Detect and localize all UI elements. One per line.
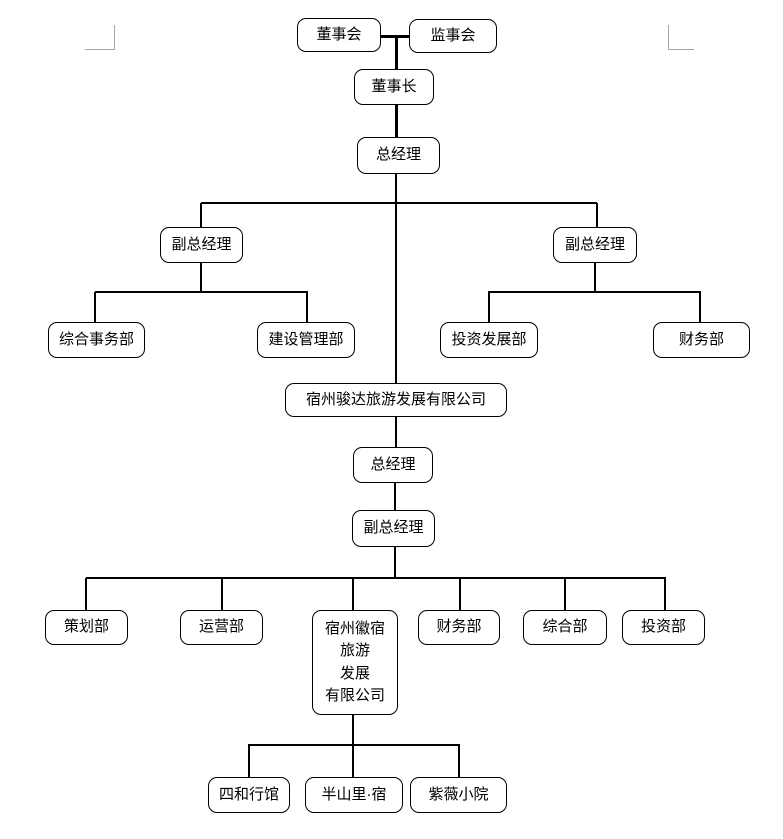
- connector-line: [200, 263, 202, 292]
- org-node-label: 有限公司: [324, 687, 385, 704]
- org-node-label: 建设管理部: [268, 330, 344, 348]
- org-node-label: 财务部: [678, 330, 724, 348]
- connector-line: [458, 745, 460, 777]
- org-node-operations[interactable]: 运营部: [180, 610, 263, 645]
- org-node-label: 综合事务部: [58, 330, 134, 348]
- org-node-label: 总经理: [375, 146, 421, 164]
- org-node-label: 宿州徽宿: [324, 619, 385, 637]
- org-node-label: 财务部: [436, 618, 482, 636]
- org-node-banshanli-hotel[interactable]: 半山里·宿: [305, 777, 403, 813]
- margin-mark-top-left-vertical: [114, 25, 115, 50]
- connector-line: [381, 35, 409, 38]
- org-node-finance-lower[interactable]: 财务部: [418, 610, 500, 645]
- org-node-planning[interactable]: 策划部: [45, 610, 128, 645]
- org-node-label: 旅游: [339, 642, 370, 659]
- connector-line: [306, 292, 308, 322]
- org-node-ziwei-hotel[interactable]: 紫薇小院: [410, 777, 507, 813]
- org-node-gm-top[interactable]: 总经理: [357, 137, 440, 174]
- connector-line: [699, 292, 701, 322]
- connector-line: [85, 578, 87, 610]
- org-node-supervisory[interactable]: 监事会: [409, 19, 497, 53]
- org-node-label: 董事会: [316, 25, 362, 43]
- connector-line: [94, 292, 96, 322]
- org-node-label: 投资发展部: [451, 330, 527, 348]
- org-node-label: 宿州骏达旅游发展有限公司: [305, 390, 486, 408]
- connector-line: [394, 483, 396, 510]
- org-node-finance-upper[interactable]: 财务部: [653, 322, 750, 358]
- connector-line: [594, 263, 596, 292]
- connector-line: [664, 578, 666, 610]
- org-node-board[interactable]: 董事会: [297, 18, 381, 52]
- org-node-investment-dev[interactable]: 投资发展部: [440, 322, 538, 358]
- connector-line: [352, 578, 354, 610]
- org-node-label: 运营部: [198, 618, 244, 636]
- connector-line: [95, 291, 308, 293]
- org-node-label: 四和行馆: [218, 785, 279, 803]
- connector-line: [459, 578, 461, 610]
- connector-line: [86, 577, 666, 579]
- org-node-label: 副总经理: [564, 235, 625, 253]
- connector-line: [352, 745, 354, 777]
- org-node-huisu-company[interactable]: 宿州徽宿旅游发展有限公司: [312, 610, 398, 715]
- org-node-label: 副总经理: [363, 519, 424, 537]
- org-node-gm-mid[interactable]: 总经理: [353, 447, 433, 483]
- connector-line: [394, 547, 396, 578]
- org-node-construction[interactable]: 建设管理部: [257, 322, 355, 358]
- org-node-label: 综合部: [542, 618, 588, 636]
- connector-line: [248, 745, 250, 777]
- org-node-comprehensive[interactable]: 综合部: [523, 610, 607, 645]
- org-node-sihe-hotel[interactable]: 四和行馆: [208, 777, 290, 813]
- connector-line: [395, 37, 398, 69]
- org-node-label: 董事长: [371, 77, 417, 95]
- connector-line: [200, 203, 202, 227]
- org-node-label: 发展: [339, 664, 370, 682]
- connector-line: [488, 292, 490, 322]
- connector-line: [201, 202, 597, 204]
- org-node-dgm-mid[interactable]: 副总经理: [352, 510, 435, 547]
- org-node-dgm-left[interactable]: 副总经理: [160, 227, 243, 263]
- org-node-label: 投资部: [640, 618, 686, 636]
- connector-line: [564, 578, 566, 610]
- org-node-label: 副总经理: [171, 235, 232, 253]
- connector-line: [352, 715, 354, 745]
- org-node-label: 紫薇小院: [428, 785, 489, 803]
- org-node-dgm-right[interactable]: 副总经理: [553, 227, 637, 263]
- org-node-general-affairs[interactable]: 综合事务部: [48, 322, 145, 358]
- connector-line: [488, 291, 701, 293]
- connector-line: [221, 578, 223, 610]
- margin-mark-top-right-vertical: [668, 25, 669, 50]
- org-node-label: 半山里·宿: [321, 785, 387, 803]
- margin-mark-top-left-horizontal: [85, 49, 115, 50]
- connector-line: [395, 174, 397, 383]
- org-node-label: 总经理: [370, 455, 416, 473]
- connector-line: [395, 105, 398, 137]
- org-node-chairman[interactable]: 董事长: [354, 69, 434, 105]
- org-node-label: 策划部: [63, 618, 109, 636]
- connector-line: [395, 417, 397, 447]
- connector-line: [248, 744, 460, 746]
- org-node-junda-company[interactable]: 宿州骏达旅游发展有限公司: [285, 383, 507, 417]
- org-node-investment[interactable]: 投资部: [622, 610, 705, 645]
- margin-mark-top-right-horizontal: [668, 49, 694, 50]
- org-node-label: 监事会: [430, 26, 476, 44]
- connector-line: [596, 203, 598, 227]
